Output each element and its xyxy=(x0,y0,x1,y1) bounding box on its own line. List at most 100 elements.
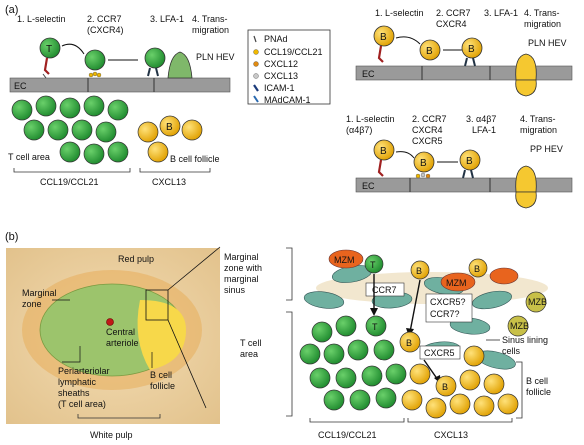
legend-pnad: PNAd xyxy=(264,34,288,44)
b-follicle-area xyxy=(137,300,186,370)
cxcr5q-box xyxy=(425,293,473,323)
step-1-sub: (α4β7) xyxy=(346,125,372,135)
step-2-sub: CXCR4 xyxy=(412,125,443,135)
bracket xyxy=(77,414,161,419)
step-4-label: 4. Trans- xyxy=(524,8,560,18)
ec-label: EC xyxy=(14,81,27,91)
b-cell-letter: B xyxy=(466,156,473,167)
b-cell-letter: B xyxy=(406,338,412,348)
mzb-label: MZB xyxy=(510,321,529,331)
b-cell xyxy=(468,258,488,278)
arrow xyxy=(395,151,415,159)
bracket xyxy=(516,361,523,419)
b-cell xyxy=(373,139,395,161)
transmigrating-cell xyxy=(515,165,537,193)
mzm-cell xyxy=(440,272,476,292)
transmigrating-cell xyxy=(515,79,537,97)
zoom-connector xyxy=(167,319,207,409)
t-area-label-2: area xyxy=(240,349,258,359)
step-3-label: 3. α4β7 xyxy=(466,114,496,124)
endothelium-bar xyxy=(355,65,573,81)
bracket xyxy=(286,311,293,417)
b-cell-letter: B xyxy=(426,46,433,57)
step-2-label: 2. CCR7 xyxy=(436,8,471,18)
cxcr5q-label: CXCR5? xyxy=(430,297,466,307)
t-cell xyxy=(84,49,106,71)
transmigrating-cell xyxy=(515,53,537,81)
b-cell-letter: B xyxy=(442,382,448,392)
bracket xyxy=(309,418,405,423)
step-2-sub: (CXCR4) xyxy=(87,25,124,35)
t-cell-letter: T xyxy=(46,44,52,55)
arrowhead xyxy=(370,308,378,316)
hev-label: PLN HEV xyxy=(196,52,235,62)
step-2-label: 2. CCR7 xyxy=(412,114,447,124)
b-follicle-r-label: B cell xyxy=(526,376,548,386)
cxcr5-label: CXCR5 xyxy=(424,348,455,358)
b-cell-letter: B xyxy=(474,264,480,274)
legend-ccl19: CCL19/CCL21 xyxy=(264,47,323,57)
endothelium-bar xyxy=(9,77,231,93)
mzm-label: MZM xyxy=(446,278,467,288)
red-pulp-label: Red pulp xyxy=(118,254,154,264)
legend-cxcl13: CXCL13 xyxy=(264,71,298,81)
icam-icon xyxy=(253,84,259,92)
step-3-label: 3. LFA-1 xyxy=(484,8,518,18)
marginal-zone-detail: MZM MZM MZB MZB T B B CCR7 CXCR5? CCR7? … xyxy=(299,249,551,440)
t-cell-area-label: T cell area xyxy=(8,152,50,162)
central-arteriole-dot xyxy=(106,318,114,326)
bracket xyxy=(13,168,131,173)
pln-hev-left-diagram: 1. L-selectin 2. CCR7 (CXCR4) 3. LFA-1 4… xyxy=(8,14,235,187)
pals-label-3: sheaths xyxy=(58,388,90,398)
b-follicle-label: B cell xyxy=(150,370,172,380)
chemokine-dot xyxy=(425,173,431,179)
cxcr5q-label-2: CCR7? xyxy=(430,309,460,319)
selectin-tether xyxy=(43,57,50,75)
ccr7-box xyxy=(365,282,405,297)
selectin-tether xyxy=(377,159,384,177)
pnad-icon xyxy=(253,35,257,43)
b-cell-letter: B xyxy=(380,146,387,157)
legend-icam: ICAM-1 xyxy=(264,83,295,93)
arrow xyxy=(61,43,85,55)
chemokine-dot xyxy=(96,72,102,78)
mz-sinus-label-3: marginal xyxy=(224,274,259,284)
chemokine-dot xyxy=(92,71,98,77)
panel-a-label: (a) xyxy=(5,4,18,16)
mzm-label: MZM xyxy=(334,255,355,265)
selectin-tether xyxy=(377,45,384,63)
b-cell xyxy=(413,151,435,173)
bracket xyxy=(407,418,513,423)
t-cell-zone-cluster xyxy=(299,315,407,411)
sinus-lining-label-2: cells xyxy=(502,346,521,356)
b-cell-letter: B xyxy=(416,266,422,276)
ccl19-ccl21-label: CCL19/CCL21 xyxy=(318,430,377,440)
chemokine-dot xyxy=(88,72,94,78)
b-cell-letter: B xyxy=(468,44,475,55)
cxcl13-label: CXCL13 xyxy=(434,430,468,440)
central-arteriole-label-2: arteriole xyxy=(106,338,139,348)
pals-label: Periarteriolar xyxy=(58,366,110,376)
marginal-zone-label-2: zone xyxy=(22,299,42,309)
pnad-icon xyxy=(42,73,47,79)
step-1-label: 1. L-selectin xyxy=(17,14,66,24)
central-arteriole-label: Central xyxy=(106,327,135,337)
t-cell xyxy=(39,37,61,59)
step-2-sub: CXCR4 xyxy=(436,19,467,29)
migration-arrow xyxy=(409,279,421,333)
ccr7-label: CCR7 xyxy=(372,285,397,295)
b-cell-letter: B xyxy=(166,122,173,133)
white-pulp-label: White pulp xyxy=(90,430,133,440)
transmigrating-cell xyxy=(515,191,537,209)
ccl19-ccl21-label: CCL19/CCL21 xyxy=(40,177,99,187)
t-cell-cluster xyxy=(11,95,129,165)
step-2-sub2: CXCR5 xyxy=(412,136,443,146)
b-cell-letter: B xyxy=(380,32,387,43)
ec-label: EC xyxy=(362,69,375,79)
b-cell xyxy=(373,25,395,47)
mzm-cell xyxy=(328,249,364,269)
step-1-label: 1. L-selectin xyxy=(346,114,395,124)
lfa1-icam-bond xyxy=(147,67,159,77)
pals-label-4: (T cell area) xyxy=(58,399,106,409)
